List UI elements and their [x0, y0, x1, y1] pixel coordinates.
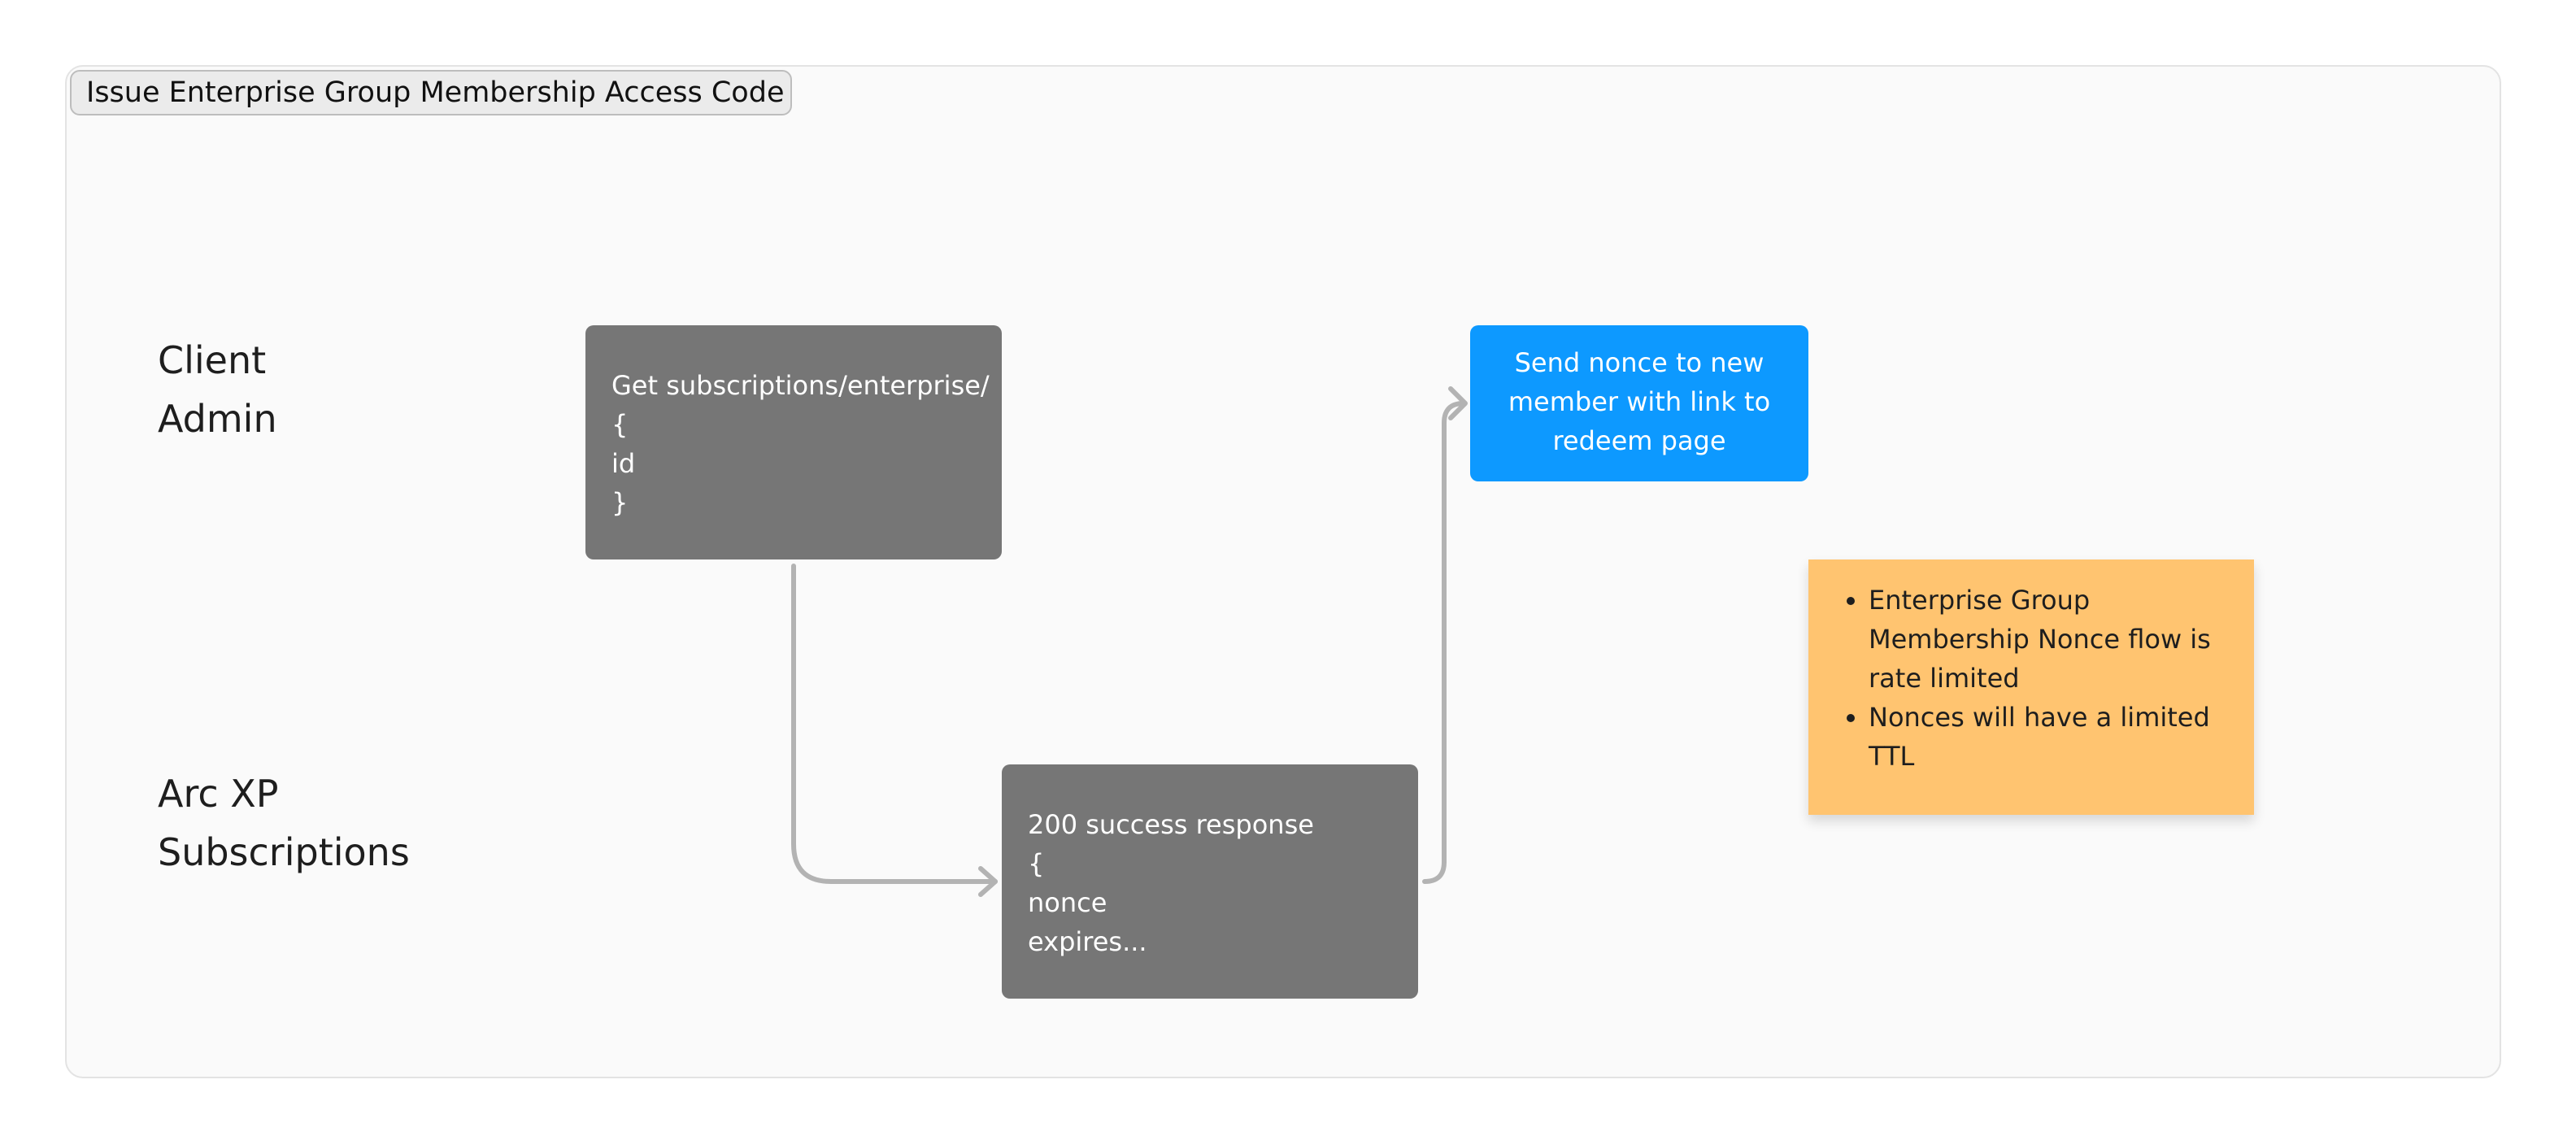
- response-line: {: [1028, 848, 1045, 879]
- lane-label-arc-xp-subscriptions: Arc XP Subscriptions: [158, 764, 410, 882]
- send-nonce-line: Send nonce to new: [1514, 347, 1764, 378]
- connector-response-to-send-nonce[interactable]: [1422, 401, 1466, 884]
- arrowhead-response: [978, 866, 998, 897]
- note-list: Enterprise Group Membership Nonce flow i…: [1833, 581, 2230, 776]
- note-item: Nonces will have a limited TTL: [1869, 698, 2230, 776]
- request-line: Get subscriptions/enterprise/: [611, 370, 990, 401]
- response-line: nonce: [1028, 887, 1107, 918]
- send-nonce-box[interactable]: Send nonce to new member with link to re…: [1470, 325, 1808, 481]
- lane-label-client-admin: Client Admin: [158, 331, 277, 448]
- lane-label-line: Client: [158, 338, 267, 382]
- note-item: Enterprise Group Membership Nonce flow i…: [1869, 581, 2230, 698]
- lane-label-line: Admin: [158, 397, 277, 441]
- send-nonce-line: redeem page: [1552, 425, 1726, 456]
- lane-label-line: Subscriptions: [158, 830, 410, 874]
- response-line: expires...: [1028, 926, 1147, 957]
- sticky-note[interactable]: Enterprise Group Membership Nonce flow i…: [1808, 559, 2254, 815]
- send-nonce-line: member with link to: [1508, 386, 1771, 417]
- request-line: {: [611, 409, 629, 440]
- connector-request-to-response[interactable]: [791, 564, 998, 884]
- request-line: }: [611, 487, 629, 518]
- section-title[interactable]: Issue Enterprise Group Membership Access…: [70, 70, 792, 115]
- response-line: 200 success response: [1028, 809, 1314, 840]
- response-box[interactable]: 200 success response { nonce expires...: [1002, 764, 1418, 999]
- lane-label-line: Arc XP: [158, 772, 279, 816]
- request-line: id: [611, 448, 636, 479]
- request-box[interactable]: Get subscriptions/enterprise/ { id }: [585, 325, 1002, 559]
- arrowhead-send-nonce: [1448, 386, 1468, 420]
